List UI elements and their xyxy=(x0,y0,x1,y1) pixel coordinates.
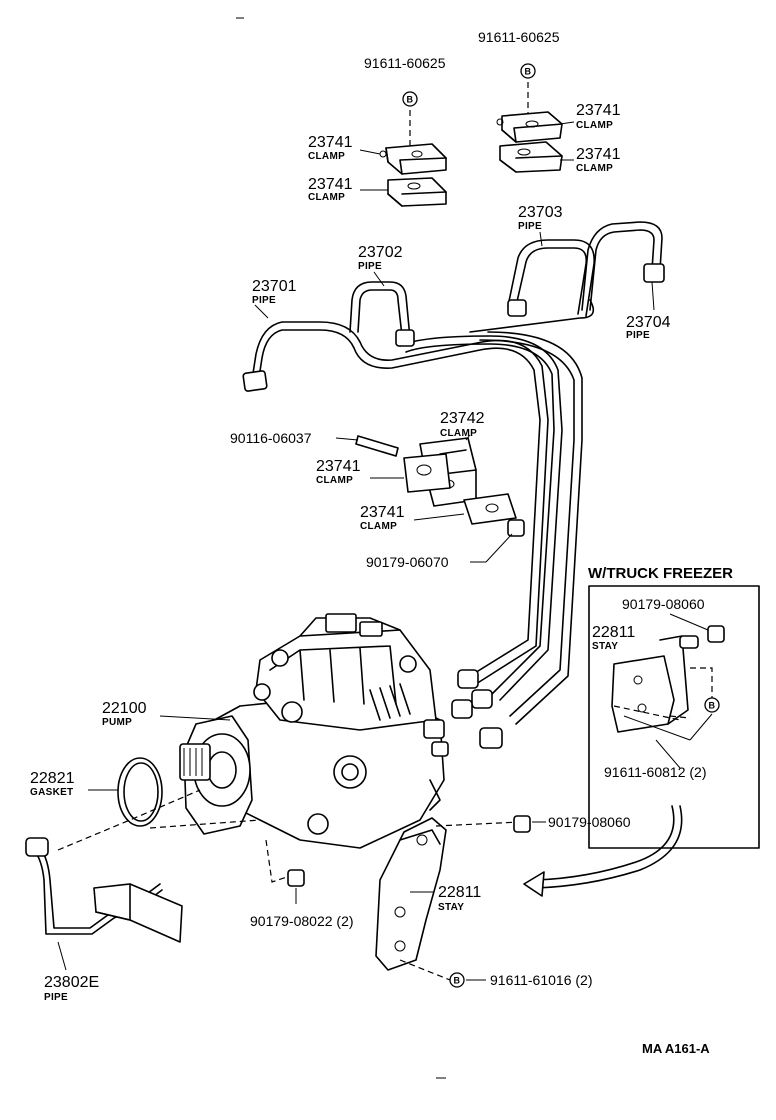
label-clamp-m2-name: CLAMP xyxy=(360,521,398,532)
pipe-23802e xyxy=(25,837,183,971)
label-nut-right: 90179-08060 xyxy=(548,814,631,830)
label-pipe-3-name: PIPE xyxy=(518,221,542,232)
label-nut-mid: 90179-06070 xyxy=(366,554,449,570)
label-pipe-e-name: PIPE xyxy=(44,992,68,1003)
label-clamp-tr-lower-name: CLAMP xyxy=(576,163,614,174)
label-bolt-top-right: 91611-60625 xyxy=(478,29,560,45)
injection-pipes xyxy=(242,221,665,749)
figure-code: MA A161-A xyxy=(642,1041,710,1056)
injection-pump xyxy=(159,613,449,849)
label-pipe-2-name: PIPE xyxy=(358,261,382,272)
label-pipe-4-name: PIPE xyxy=(626,330,650,341)
label-bolt-bottom: 91611-61016 (2) xyxy=(490,972,593,988)
label-pipe-1-no: 23701 xyxy=(252,278,297,295)
label-pump-name: PUMP xyxy=(102,717,133,728)
freezer-arrow xyxy=(535,805,683,889)
label-clamp-tl-lower-no: 23741 xyxy=(308,176,353,193)
label-stud: 90116-06037 xyxy=(230,430,312,446)
label-freezer-stay-no: 22811 xyxy=(592,624,636,641)
clamp-set-top-right: B xyxy=(496,63,575,173)
label-gasket-name: GASKET xyxy=(30,787,74,798)
stay-bracket: B xyxy=(265,815,546,988)
label-freezer-title: W/TRUCK FREEZER xyxy=(588,565,733,582)
label-pipe-e-no: 23802E xyxy=(44,974,100,991)
label-stay-name: STAY xyxy=(438,902,465,913)
label-pipe-4-no: 23704 xyxy=(626,314,671,331)
label-clamp-mid-no: 23742 xyxy=(440,410,485,427)
gasket xyxy=(57,757,261,851)
label-pipe-1-name: PIPE xyxy=(252,295,276,306)
label-clamp-tl-lower-name: CLAMP xyxy=(308,192,346,203)
label-clamp-m1-no: 23741 xyxy=(316,458,361,475)
label-gasket-no: 22821 xyxy=(30,770,75,787)
svg-text:B: B xyxy=(454,976,461,986)
label-clamp-tr-upper-no: 23741 xyxy=(576,102,621,119)
label-clamp-mid-name: CLAMP xyxy=(440,428,478,439)
label-clamp-tl-upper-name: CLAMP xyxy=(308,151,346,162)
label-clamp-tl-upper-no: 23741 xyxy=(308,134,353,151)
label-stay-no: 22811 xyxy=(438,884,482,901)
label-clamp-tr-lower-no: 23741 xyxy=(576,146,621,163)
label-freezer-bolt: 91611-60812 (2) xyxy=(604,764,707,780)
label-freezer-nut: 90179-08060 xyxy=(622,596,705,612)
label-clamp-m1-name: CLAMP xyxy=(316,475,354,486)
label-clamp-tr-upper-name: CLAMP xyxy=(576,120,614,131)
label-pipe-3-no: 23703 xyxy=(518,204,563,221)
clamp-set-middle xyxy=(335,434,525,563)
label-freezer-stay-name: STAY xyxy=(592,641,619,652)
label-bolt-top-left: 91611-60625 xyxy=(364,55,446,71)
label-nut-bottom: 90179-08022 (2) xyxy=(250,913,354,929)
label-pipe-2-no: 23702 xyxy=(358,244,403,261)
label-clamp-m2-no: 23741 xyxy=(360,504,405,521)
svg-text:B: B xyxy=(709,701,716,711)
truck-freezer-box: B xyxy=(588,585,760,849)
svg-text:B: B xyxy=(407,95,414,105)
label-pump-no: 22100 xyxy=(102,700,147,717)
svg-text:B: B xyxy=(525,67,532,77)
clamp-set-top-left: B xyxy=(359,91,447,207)
